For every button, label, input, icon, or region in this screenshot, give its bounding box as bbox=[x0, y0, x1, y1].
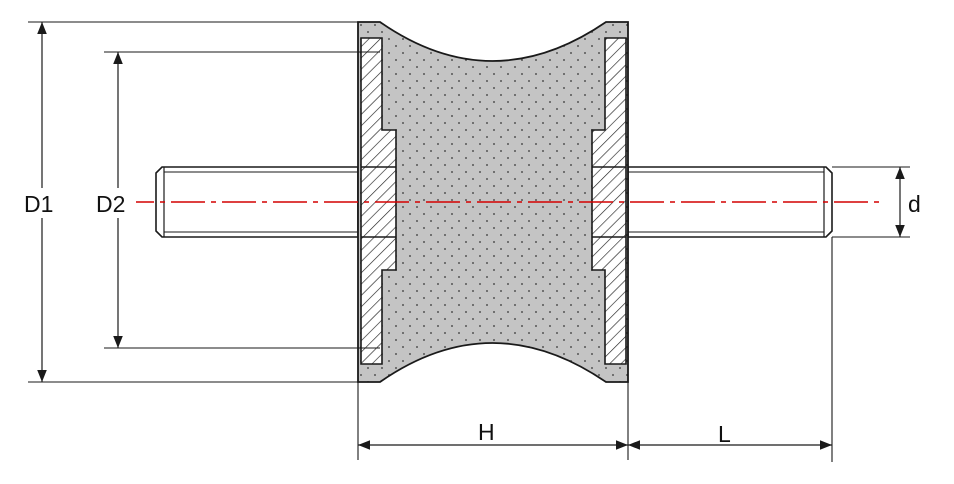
label-h: H bbox=[478, 419, 495, 445]
label-d: d bbox=[908, 191, 921, 217]
label-d2: D2 bbox=[96, 191, 125, 217]
right-metal-plate bbox=[591, 37, 627, 365]
label-l: L bbox=[718, 421, 731, 447]
left-threaded-stud bbox=[155, 166, 359, 238]
label-d1: D1 bbox=[24, 191, 53, 217]
left-metal-plate bbox=[360, 37, 397, 365]
extension-lines bbox=[28, 21, 910, 462]
right-threaded-stud bbox=[627, 166, 833, 238]
